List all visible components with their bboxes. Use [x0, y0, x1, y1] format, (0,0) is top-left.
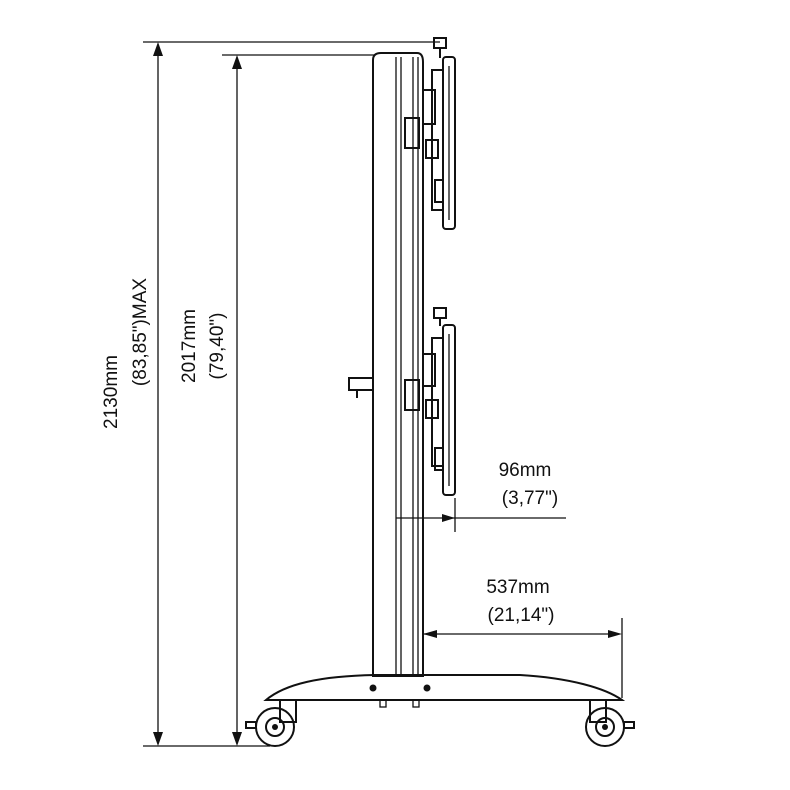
shelf-bracket [348, 377, 374, 398]
upper-mount-adjust-knob [433, 37, 447, 49]
mount-height-dimension: 2017mm (79,40") [179, 54, 375, 746]
upper-screen-mount [404, 37, 456, 230]
mount-height-inch-label: (79,40") [207, 313, 228, 380]
mount-height-bottom-arrow [232, 732, 242, 746]
left-caster-hub [265, 717, 285, 737]
overall-height-top-arrow [153, 42, 163, 56]
column-offset-dimension: 96mm (3,77") [396, 460, 566, 532]
lower-mount-latch [434, 447, 444, 471]
upper-mount-latch [434, 179, 444, 203]
base-depth-mm-label: 537mm [486, 577, 549, 598]
left-caster-fork [279, 699, 297, 723]
base-depth-dimension: 537mm (21,14") [423, 577, 623, 698]
base-foot [412, 699, 420, 708]
right-caster-axle [602, 724, 608, 730]
mount-height-mm-label: 2017mm [179, 309, 200, 383]
upper-mount-clamp [422, 89, 436, 125]
base-bolt [369, 684, 377, 692]
upper-mount-column-bracket [404, 117, 420, 149]
base-depth-left-arrow [423, 630, 437, 638]
shelf-bracket-body [348, 377, 374, 391]
base-bolt [423, 684, 431, 692]
overall-height-inch-label: (83,85")MAX [130, 278, 151, 386]
left-caster-brake [245, 721, 257, 729]
base-depth-right-arrow [608, 630, 622, 638]
overall-height-mm-label: 2130mm [101, 355, 122, 429]
lower-screen-mount [404, 307, 456, 496]
left-caster-axle [272, 724, 278, 730]
right-caster [585, 699, 635, 747]
left-caster [245, 699, 297, 747]
right-caster-hub [595, 717, 615, 737]
base-depth-inch-label: (21,14") [488, 605, 555, 626]
column-outline [372, 52, 424, 677]
overall-height-dimension: 2130mm (83,85")MAX [101, 41, 440, 747]
column-offset-arrow [442, 514, 455, 522]
left-caster-wheel [255, 707, 295, 747]
right-caster-wheel [585, 707, 625, 747]
column-offset-mm-label: 96mm [499, 460, 552, 481]
base-plate-outline [263, 674, 626, 701]
lower-mount-lower-clamp [425, 399, 439, 419]
column [372, 52, 424, 677]
right-caster-brake [623, 721, 635, 729]
base [263, 674, 626, 708]
lower-mount-arm [431, 337, 444, 467]
lower-mount-column-bracket [404, 379, 420, 411]
upper-mount-lower-clamp [425, 139, 439, 159]
overall-height-bottom-arrow [153, 732, 163, 746]
lower-mount-clamp [422, 353, 436, 387]
lower-mount-adjust-knob [433, 307, 447, 319]
base-foot [379, 699, 387, 708]
column-offset-inch-label: (3,77") [502, 488, 558, 509]
mount-height-top-arrow [232, 55, 242, 69]
